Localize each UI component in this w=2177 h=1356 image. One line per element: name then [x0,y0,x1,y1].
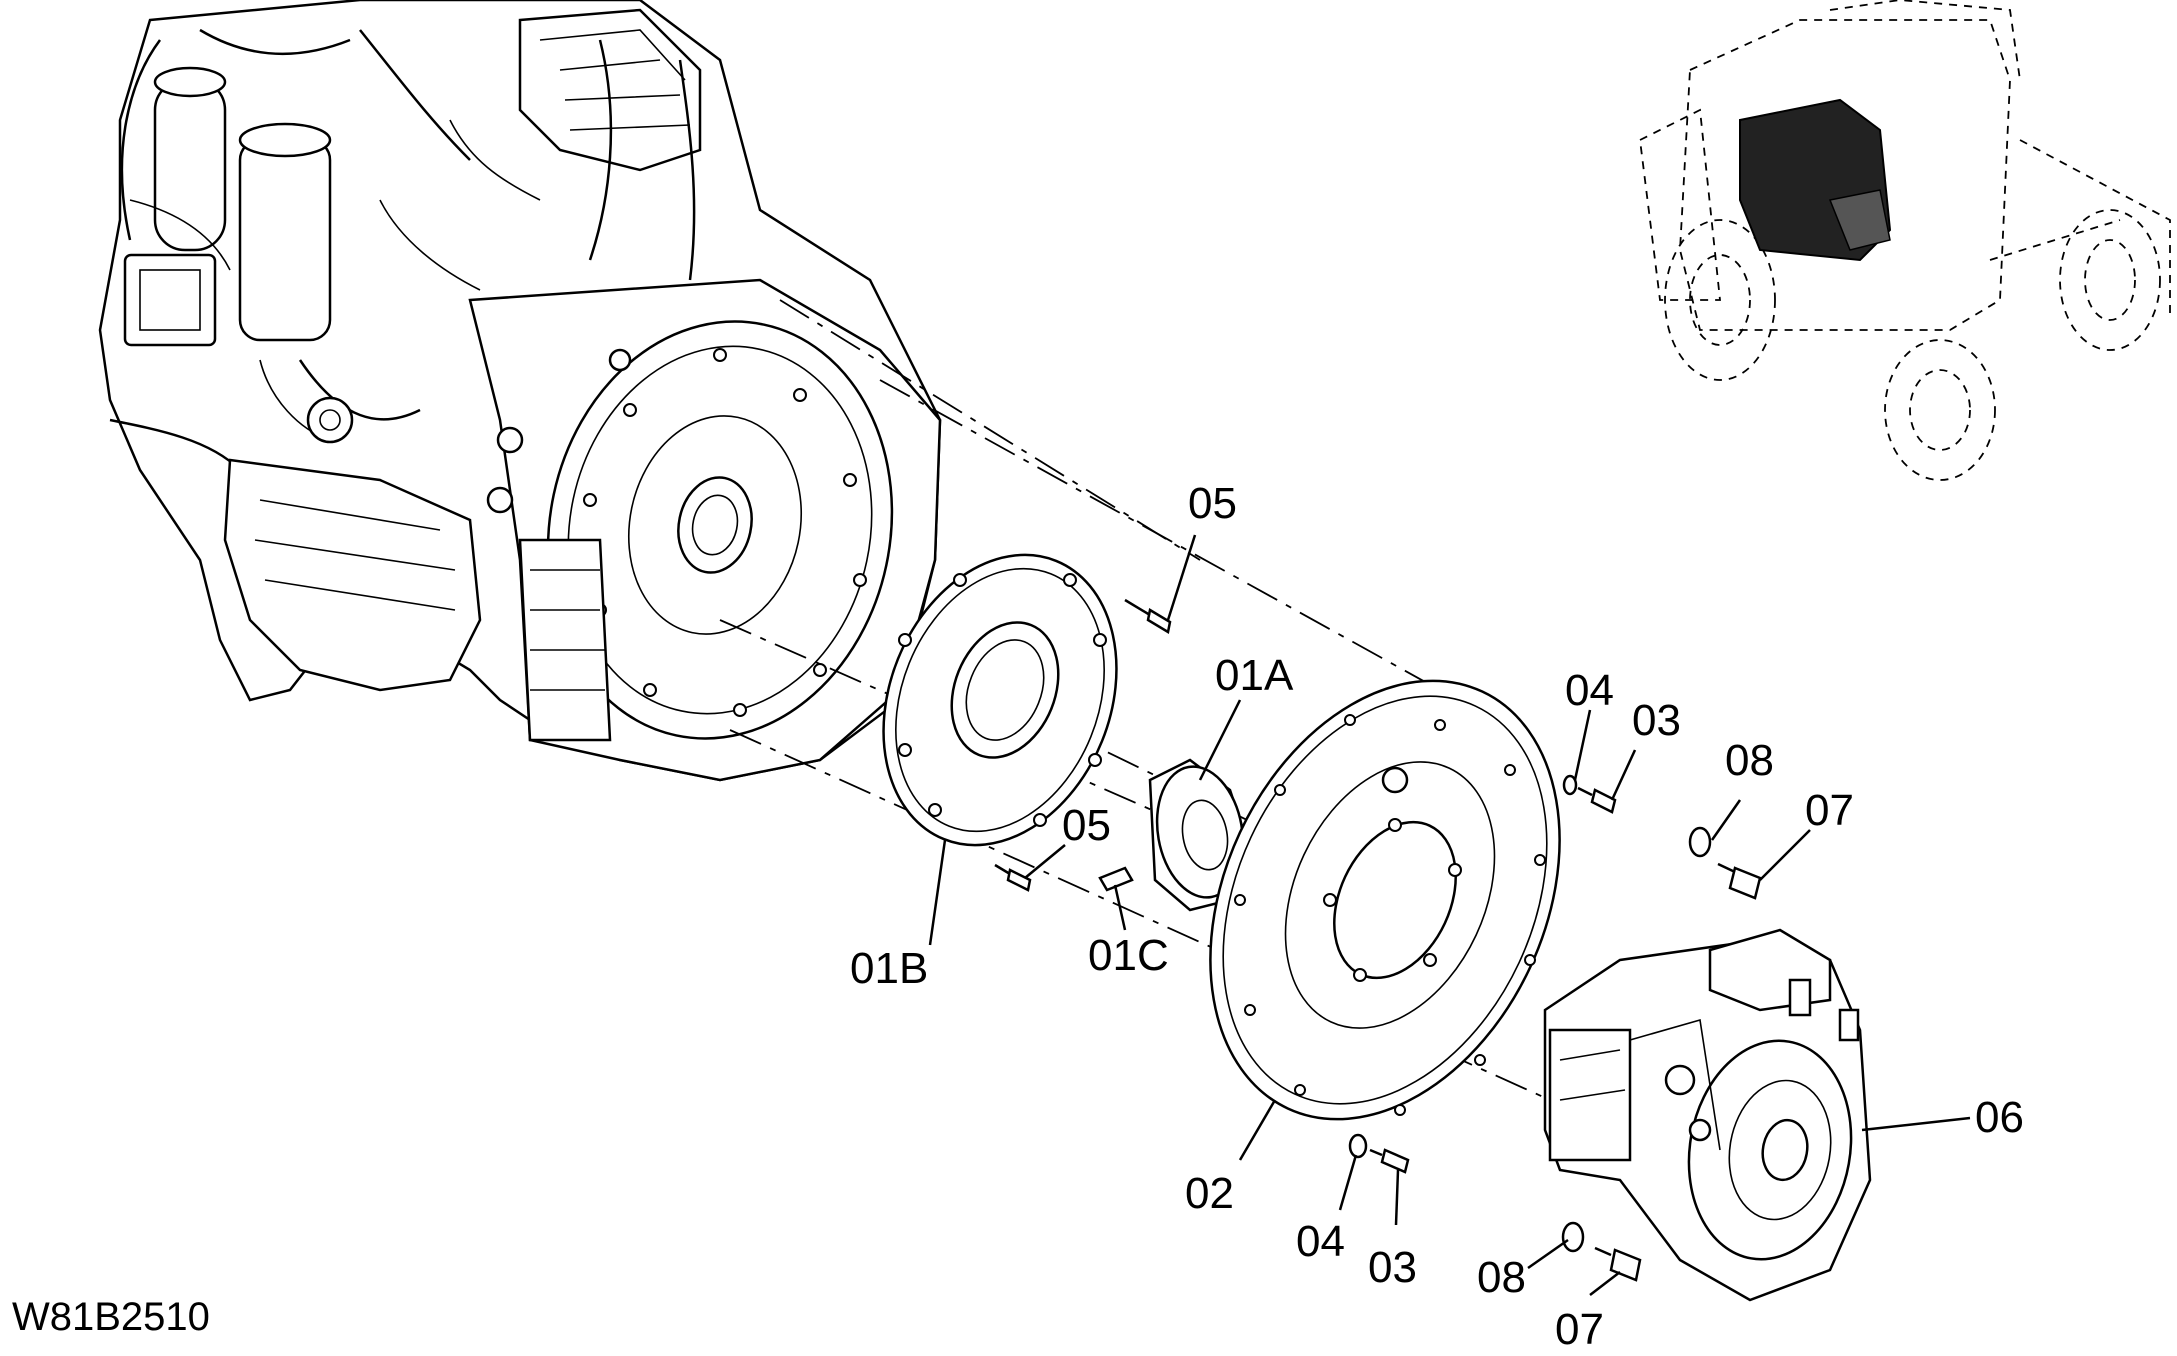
callout-04-top: 04 [1565,666,1614,715]
bolt-05-top [1146,608,1172,634]
bolt-05-bottom [1006,868,1032,892]
bolt-03-bottom [1380,1148,1410,1174]
callout-06: 06 [1975,1093,2024,1142]
callout-labels: 05 01A 05 01B 01C 04 03 08 07 06 02 04 0… [850,479,2024,1354]
leader-lines [928,534,1971,1296]
callout-02: 02 [1185,1169,1234,1218]
callout-03-bottom: 03 [1368,1243,1417,1292]
washer-08-bottom [1561,1221,1585,1253]
callout-07-bottom: 07 [1555,1305,1604,1354]
callout-08-top: 08 [1725,736,1774,785]
hydraulic-pump-06 [1543,928,1872,1302]
callout-01c: 01C [1088,931,1169,980]
callout-01b: 01B [850,944,928,993]
callout-05-top: 05 [1188,479,1237,528]
fasteners [994,598,1762,1282]
washer-04-top [1562,774,1578,796]
washer-04-bottom [1348,1133,1368,1159]
drawing-code: W81B2510 [12,1295,210,1339]
callout-08-bottom: 08 [1477,1253,1526,1302]
callout-07-top: 07 [1805,786,1854,835]
callout-05-bottom: 05 [1062,801,1111,850]
callout-03-top: 03 [1632,696,1681,745]
flex-plate-02 [1209,679,1561,1121]
bolt-07-top [1728,866,1762,900]
machine-locator-inset [1639,0,2171,481]
coupling-plate-01b [882,553,1118,847]
callout-01a: 01A [1215,651,1294,700]
bolt-03-top [1590,788,1617,814]
callout-04-bottom: 04 [1296,1217,1345,1266]
setscrew-01c [1098,866,1134,892]
washer-08-top [1688,826,1712,858]
engine-assembly [98,0,942,782]
